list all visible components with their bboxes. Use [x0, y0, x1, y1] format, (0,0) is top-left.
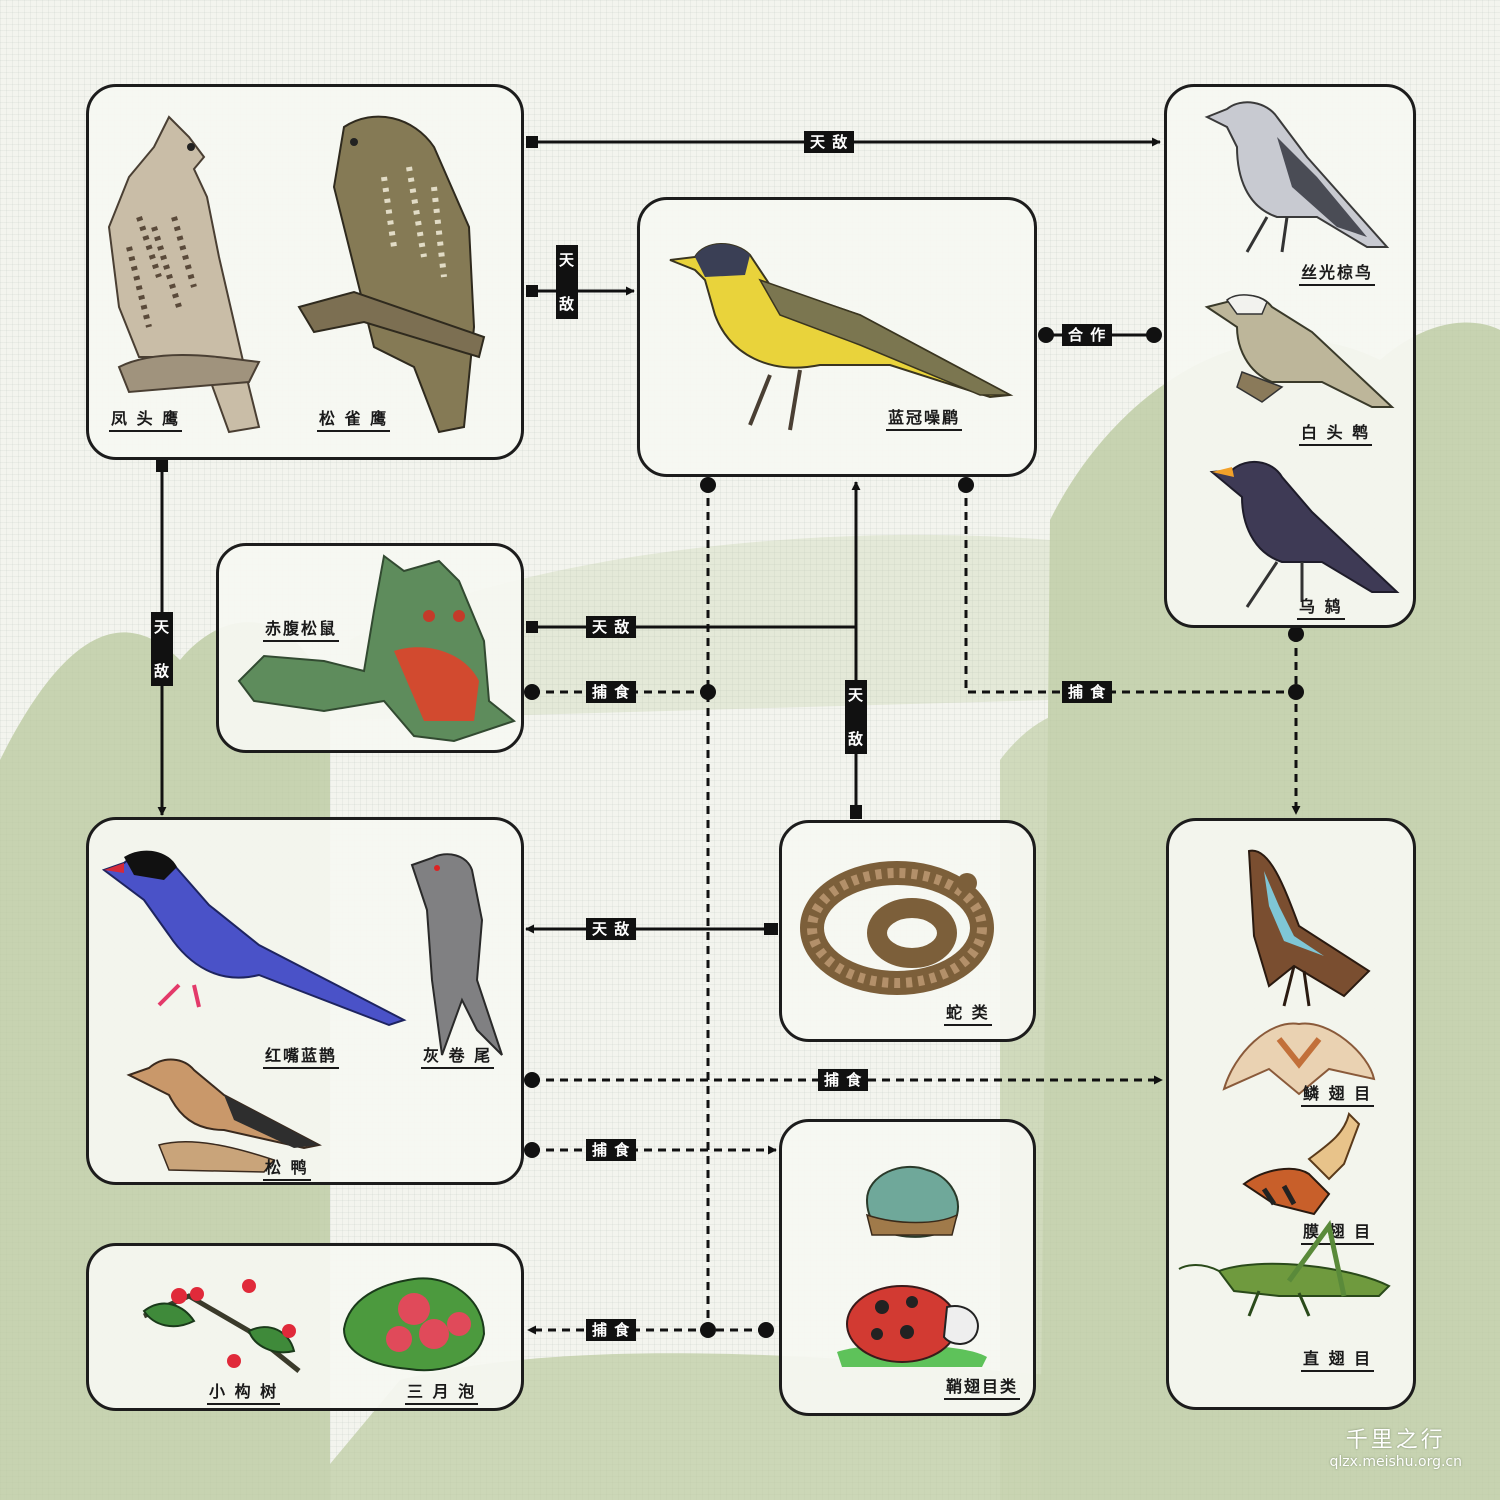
- node-beetles: 鞘翅目类: [779, 1119, 1036, 1416]
- label-sparrowhawk: 松 雀 鹰: [317, 409, 390, 432]
- tag-char: 天: [154, 618, 170, 636]
- node-babbler: 蓝冠噪鹛: [637, 197, 1037, 477]
- scarab-beetle-icon: [847, 1160, 967, 1240]
- tag-enemy-snake-corvids: 天 敌: [586, 918, 636, 940]
- label-babbler: 蓝冠噪鹛: [886, 408, 962, 431]
- tag-char: 敌: [154, 662, 170, 680]
- label-paper-mulberry: 小 构 树: [207, 1382, 280, 1405]
- ladybug-icon: [832, 1272, 992, 1372]
- snake-icon: [802, 848, 992, 998]
- tag-enemy-snake-babbler: 天 敌: [845, 680, 867, 754]
- node-plants: 小 构 树 三 月 泡: [86, 1243, 524, 1411]
- label-jay: 松 鸭: [263, 1158, 311, 1181]
- label-coleoptera: 鞘翅目类: [944, 1377, 1020, 1400]
- red-billed-blue-magpie-icon: [99, 845, 409, 1025]
- label-bulbul: 白 头 鹎: [1299, 423, 1372, 446]
- label-ashy-drongo: 灰 卷 尾: [421, 1046, 494, 1069]
- node-corvids: 红嘴蓝鹊 灰 卷 尾 松 鸭: [86, 817, 524, 1185]
- label-squirrel: 赤腹松鼠: [263, 619, 339, 642]
- node-squirrel: 赤腹松鼠: [216, 543, 524, 753]
- blackbird-icon: [1207, 452, 1407, 612]
- tag-cooperation: 合 作: [1062, 324, 1112, 346]
- crested-goshawk-icon: [99, 107, 269, 437]
- sparrowhawk-icon: [294, 107, 494, 437]
- butterfly-icon: [1224, 846, 1374, 1011]
- tag-prey-babbler-insects: 捕 食: [1062, 681, 1112, 703]
- blue-crowned-laughingthrush-icon: [660, 235, 1020, 435]
- tag-enemy-raptors-babbler: 天 敌: [556, 245, 578, 319]
- tag-char: 天: [559, 251, 575, 269]
- tag-char: 天: [848, 686, 864, 704]
- tag-enemy-raptors-corvids: 天 敌: [151, 612, 173, 686]
- watermark-logo: 千里之行: [1330, 1422, 1462, 1454]
- paper-mulberry-icon: [139, 1276, 309, 1376]
- label-orthoptera: 直 翅 目: [1301, 1349, 1374, 1372]
- node-raptors: 凤 头 鹰 松 雀 鹰: [86, 84, 524, 460]
- tag-prey-corvids-beetles: 捕 食: [586, 1139, 636, 1161]
- tag-char: 敌: [559, 295, 575, 313]
- label-snake: 蛇 类: [944, 1003, 992, 1026]
- light-vented-bulbul-icon: [1202, 292, 1402, 422]
- jay-icon: [124, 1050, 324, 1175]
- raspberry-icon: [339, 1274, 489, 1374]
- wasp-icon: [1234, 1104, 1364, 1219]
- ashy-drongo-icon: [407, 850, 507, 1060]
- watermark-url: qlzx.meishu.org.cn: [1330, 1454, 1462, 1470]
- node-allies: 丝光椋鸟 白 头 鹎 乌 鸫: [1164, 84, 1416, 628]
- label-raspberry: 三 月 泡: [405, 1382, 478, 1405]
- grasshopper-icon: [1179, 1221, 1399, 1321]
- node-insects: 鳞 翅 目 膜 翅 目 直 翅 目: [1166, 818, 1416, 1410]
- red-bellied-squirrel-icon: [234, 551, 514, 751]
- tag-enemy-squirrel: 天 敌: [586, 616, 636, 638]
- node-snake: 蛇 类: [779, 820, 1036, 1042]
- tag-prey-beetles-plants: 捕 食: [586, 1319, 636, 1341]
- watermark: 千里之行 qlzx.meishu.org.cn: [1330, 1422, 1462, 1470]
- tag-prey-corvids-insects: 捕 食: [818, 1069, 868, 1091]
- tag-enemy-raptors-allies: 天 敌: [804, 131, 854, 153]
- tag-prey-squirrel: 捕 食: [586, 681, 636, 703]
- silky-starling-icon: [1197, 97, 1397, 257]
- tag-char: 敌: [848, 730, 864, 748]
- label-crested-goshawk: 凤 头 鹰: [109, 409, 182, 432]
- label-blackbird: 乌 鸫: [1297, 597, 1345, 620]
- label-silky-starling: 丝光椋鸟: [1299, 263, 1375, 286]
